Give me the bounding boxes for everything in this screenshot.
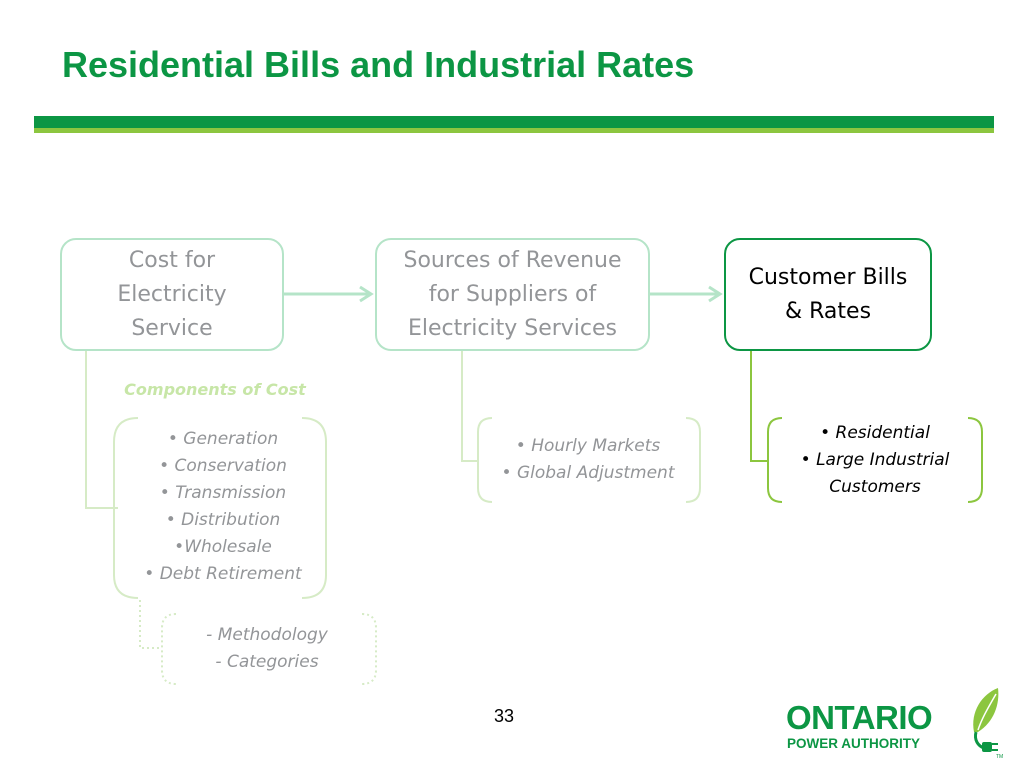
bracket-revenue [477, 417, 701, 503]
connector-revenue-to-list [461, 351, 478, 462]
box-bills-label: Customer Bills & Rates [748, 264, 908, 324]
list-item: • Debt Retirement [144, 564, 302, 584]
bracket-bills [767, 417, 983, 503]
page-number: 33 [493, 706, 515, 726]
title-divider-dark [34, 116, 994, 128]
box-revenue-label: Sources of Revenue for Suppliers of Elec… [403, 247, 622, 341]
list-item: • Residential [820, 423, 930, 443]
box-cost-label: Cost for Electricity Service [117, 247, 227, 341]
list-item: • Global Adjustment [501, 463, 675, 483]
bracket-components [113, 417, 327, 599]
components-of-cost-heading: Components of Cost [124, 380, 306, 399]
slide-title: Residential Bills and Industrial Rates [62, 44, 695, 85]
connector-bills-to-list [750, 351, 768, 462]
list-item: • Conservation [159, 456, 287, 476]
logo-trademark: TM [996, 754, 1003, 758]
arrow-cost-to-revenue [284, 285, 374, 303]
logo-leaf-plug-icon: TM [973, 688, 1003, 758]
list-item: • Large Industrial [800, 450, 950, 470]
bills-list: • Residential • Large Industrial Custome… [770, 420, 980, 501]
revenue-list: • Hourly Markets • Global Adjustment [478, 433, 698, 487]
list-item: • Hourly Markets [515, 436, 661, 456]
title-divider-light [34, 128, 994, 133]
components-list: • Generation • Conservation • Transmissi… [118, 426, 328, 588]
connector-cost-to-components [85, 351, 118, 509]
list-item: • Generation [167, 429, 279, 449]
methodology-list: - Methodology - Categories [162, 622, 372, 676]
logo-wordmark-power-authority: POWER AUTHORITY [787, 736, 920, 751]
list-item: • Distribution [165, 510, 281, 530]
list-item: • Transmission [159, 483, 287, 503]
box-cost-for-electricity-service: Cost for Electricity Service [60, 238, 284, 351]
logo-wordmark-ontario: ONTARIO [786, 699, 933, 736]
list-item: - Categories [215, 652, 319, 672]
list-item: - Methodology [206, 625, 328, 645]
box-sources-of-revenue: Sources of Revenue for Suppliers of Elec… [375, 238, 650, 351]
list-item: Customers [829, 477, 921, 497]
list-item: •Wholesale [174, 537, 272, 557]
arrow-revenue-to-bills [650, 285, 723, 303]
connector-components-to-methodology [139, 600, 162, 649]
box-customer-bills-rates: Customer Bills & Rates [724, 238, 932, 351]
